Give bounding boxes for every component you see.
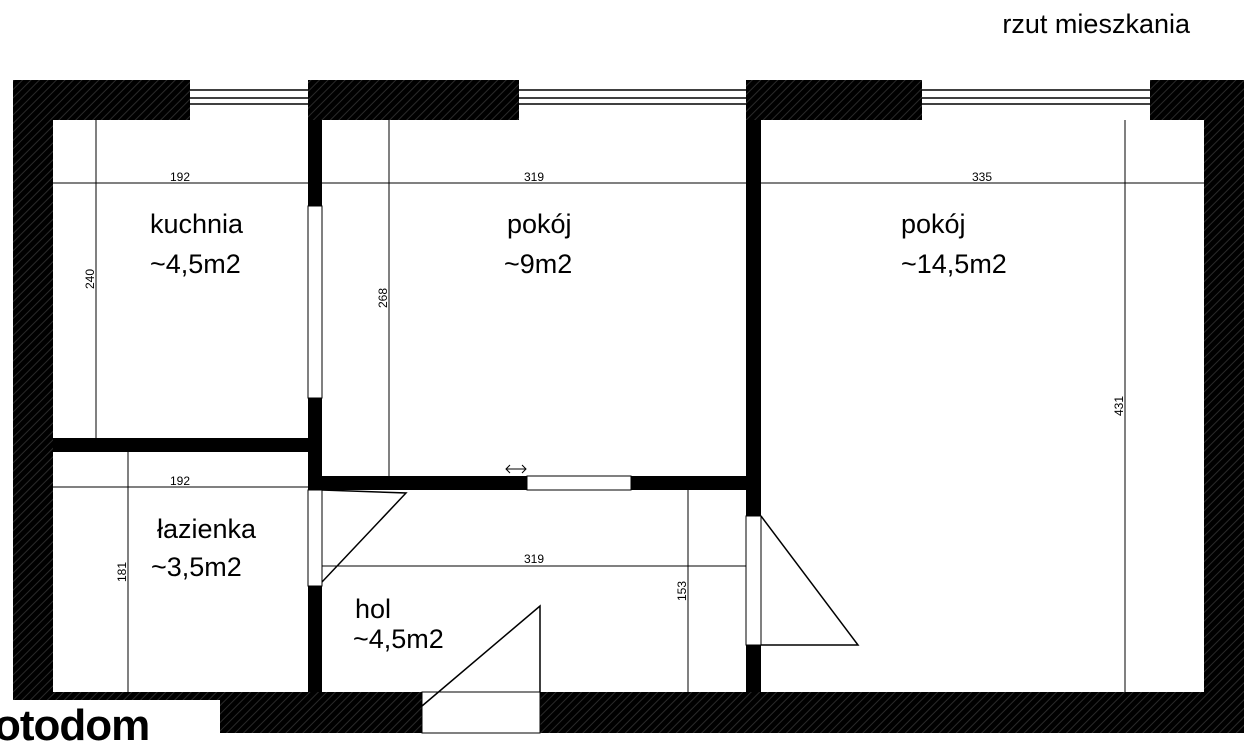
outer-walls (13, 80, 1244, 733)
dim-room2-width: 335 (972, 170, 992, 184)
room-1-name: pokój (507, 209, 572, 239)
dim-hall-height: 153 (675, 581, 689, 601)
dim-bathroom-width: 192 (170, 474, 190, 488)
room-kitchen-area: ~4,5m2 (150, 249, 241, 279)
room-2-name: pokój (901, 209, 966, 239)
dim-room1-height: 268 (376, 288, 390, 308)
windows (190, 80, 1150, 120)
dim-hall-width: 319 (524, 552, 544, 566)
room-hall-area: ~4,5m2 (353, 624, 444, 654)
room-bathroom-name: łazienka (157, 514, 257, 544)
window-room-2 (922, 80, 1150, 120)
room-1-area: ~9m2 (504, 249, 572, 279)
watermark-text: otodom (0, 701, 149, 748)
dimension-labels: 192 319 335 192 319 240 268 431 181 153 (83, 170, 1126, 601)
plan-title: rzut mieszkania (1002, 9, 1191, 39)
dim-room2-height: 431 (1112, 396, 1126, 416)
window-kitchen (190, 80, 308, 120)
otodom-logo: otodom (0, 700, 220, 748)
dimension-lines (53, 120, 1204, 692)
room-labels: kuchnia ~4,5m2 pokój ~9m2 pokój ~14,5m2 … (150, 209, 1007, 654)
dim-kitchen-width: 192 (170, 170, 190, 184)
room-hall-name: hol (355, 594, 391, 624)
dim-kitchen-height: 240 (83, 269, 97, 289)
interior-walls (53, 120, 761, 692)
doors (307, 205, 860, 734)
dim-room1-width: 319 (524, 170, 544, 184)
dim-bathroom-height: 181 (115, 562, 129, 582)
room-kitchen-name: kuchnia (150, 209, 244, 239)
room-2-area: ~14,5m2 (901, 249, 1007, 279)
room-bathroom-area: ~3,5m2 (151, 552, 242, 582)
window-room-1 (519, 80, 746, 120)
